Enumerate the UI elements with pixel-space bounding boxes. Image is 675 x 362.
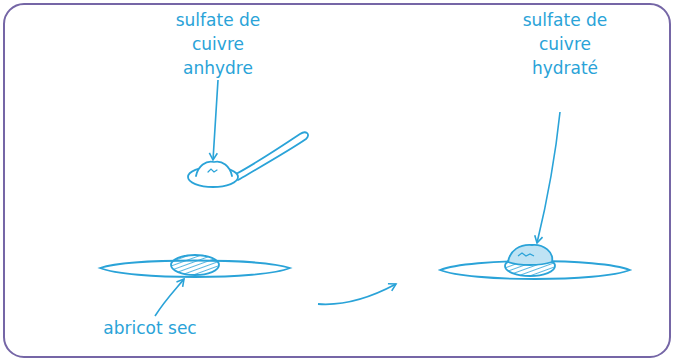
right-plate [440,245,630,279]
label: abricot sec [70,316,230,340]
leader-line [155,279,184,316]
left-plate [100,255,290,277]
spoon [188,132,308,187]
transform-arrow [318,284,396,304]
leader-line [213,80,218,160]
label: sulfate de cuivre anhydre [170,8,266,80]
label: sulfate de cuivre hydraté [517,8,613,80]
leader-line [537,112,560,243]
frame [4,4,670,357]
